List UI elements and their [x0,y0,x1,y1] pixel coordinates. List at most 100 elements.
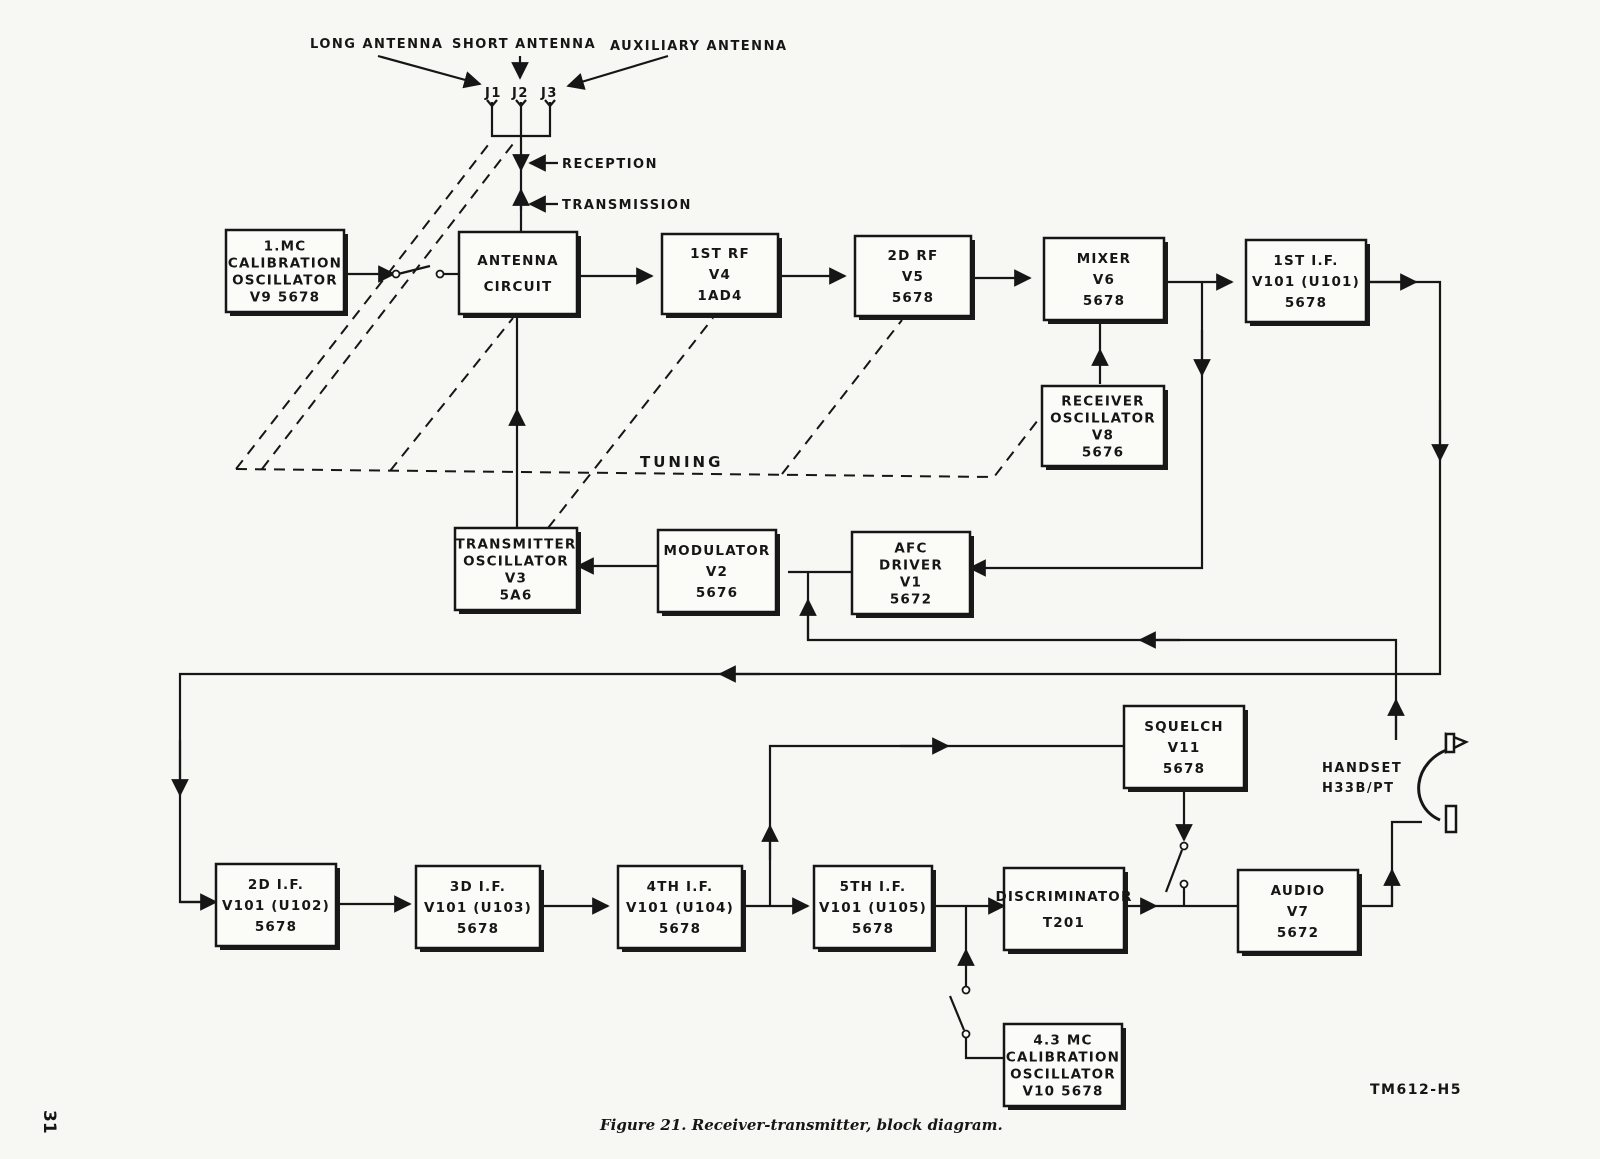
block-antenna-circuit-line: ANTENNA [477,253,559,269]
block-rf2-line: 2D RF [888,248,939,264]
block-if1-line: 5678 [1285,295,1327,311]
block-recv-osc-line: RECEIVER [1061,394,1144,410]
block-if2-line: 2D I.F. [248,877,304,893]
block-if5-line: 5678 [852,921,894,937]
tuning-bus [235,419,1039,479]
cal1-switch-blade [397,264,431,276]
audio-to-handset-wire [1356,820,1422,908]
block-cal1-line: CALIBRATION [228,256,342,272]
block-if5-line: 5TH I.F. [840,879,907,895]
block-if3-line: V101 (U103) [424,900,532,916]
tuning-link-j1 [235,139,493,470]
block-afc-line: V1 [900,575,922,591]
cal43-switch-contact-b [961,985,971,995]
block-cal43-line: V10 5678 [1022,1084,1103,1100]
block-rf2-line: 5678 [892,290,934,306]
block-squelch-line: SQUELCH [1144,719,1224,735]
tuning-label: TUNING [640,453,723,471]
block-rf2-line: V5 [902,269,924,285]
block-mixer-line: V6 [1093,272,1115,288]
tuning-link-j2 [261,139,517,470]
block-if3: 3D I.F. V101 (U103) 5678 [414,864,544,952]
block-squelch: SQUELCH V11 5678 [1122,704,1248,792]
block-antenna-circuit-line: CIRCUIT [484,279,553,295]
figure-code: TM612-H5 [1370,1082,1462,1098]
block-mixer: MIXER V6 5678 [1042,236,1168,324]
long-antenna-arrow [377,54,482,89]
block-rf1: 1ST RF V4 1AD4 [660,232,782,318]
auxiliary-antenna-arrow [566,54,669,90]
figure-caption: Figure 21. Receiver-transmitter, block d… [599,1116,1003,1134]
block-if2: 2D I.F. V101 (U102) 5678 [214,862,340,950]
block-if4-line: 5678 [659,921,701,937]
block-if3-line: 5678 [457,921,499,937]
long-antenna-label: LONG ANTENNA [310,37,443,52]
block-if4-line: 4TH I.F. [647,879,714,895]
block-recv-osc-line: V8 [1092,428,1114,444]
block-audio-line: AUDIO [1271,883,1326,899]
block-if3-line: 3D I.F. [450,879,506,895]
block-rf1-line: 1ST RF [690,246,750,262]
cal1-switch-contact-b [435,269,445,279]
squelch-switch-contact-a [1179,841,1189,851]
block-antenna-circuit: ANTENNA CIRCUIT [457,230,581,318]
block-modulator-line: V2 [706,564,728,580]
handset-label: HANDSET [1322,761,1402,776]
cal43-switch-contact-a [961,1029,971,1039]
block-afc-line: DRIVER [879,558,943,574]
short-antenna-label: SHORT ANTENNA [452,37,596,52]
block-cal1-line: V9 5678 [250,290,321,306]
block-rf1-line: 1AD4 [697,288,742,304]
block-tx-osc-line: TRANSMITTER [455,537,576,553]
handset-model-label: H33B/PT [1322,781,1395,796]
if1-to-if2-wire [178,280,1442,904]
block-discriminator-line: DISCRIMINATOR [995,889,1132,905]
cal43-out-wire [964,1038,1004,1060]
tuning-link-rf2 [781,319,903,475]
block-tx-osc-line: 5A6 [500,588,533,604]
block-squelch-line: 5678 [1163,761,1205,777]
auxiliary-antenna-label: AUXILIARY ANTENNA [610,39,788,54]
block-squelch-line: V11 [1168,740,1201,756]
block-afc-line: 5672 [890,592,932,608]
reception-label: RECEPTION [562,157,658,172]
block-if1-line: V101 (U101) [1252,274,1360,290]
block-modulator-line: 5676 [696,585,738,601]
transmission-label: TRANSMISSION [562,198,692,213]
block-if2-line: 5678 [255,919,297,935]
squelch-switch-blade [1164,849,1184,893]
block-if5-line: V101 (U105) [819,900,927,916]
block-mixer-line: MIXER [1077,251,1131,267]
block-if5: 5TH I.F. V101 (U105) 5678 [812,864,936,952]
cal1-switch-contact-a [391,269,401,279]
block-if1-line: 1ST I.F. [1273,253,1338,269]
block-tx-osc-line: OSCILLATOR [463,554,569,570]
block-mixer-line: 5678 [1083,293,1125,309]
block-cal43-line: OSCILLATOR [1010,1067,1116,1083]
squelch-switch-contact-b [1179,879,1189,889]
j3-label: J3 [540,86,558,101]
block-tx-osc-line: V3 [505,571,527,587]
handset-icon [1417,732,1470,834]
block-discriminator: DISCRIMINATOR T201 [995,866,1132,954]
cal43-switch-blade [948,995,966,1031]
block-if4: 4TH I.F. V101 (U104) 5678 [616,864,746,952]
tuning-link-tx-rf1 [547,317,714,529]
block-cal1-line: OSCILLATOR [232,273,338,289]
block-discriminator-line: T201 [1043,915,1085,931]
block-audio-line: V7 [1287,904,1309,920]
block-if2-line: V101 (U102) [222,898,330,914]
block-rf1-line: V4 [709,267,731,283]
jack-symbols [486,99,556,108]
block-afc-line: AFC [894,541,927,557]
block-recv-osc-line: OSCILLATOR [1050,411,1156,427]
block-if4-line: V101 (U104) [626,900,734,916]
